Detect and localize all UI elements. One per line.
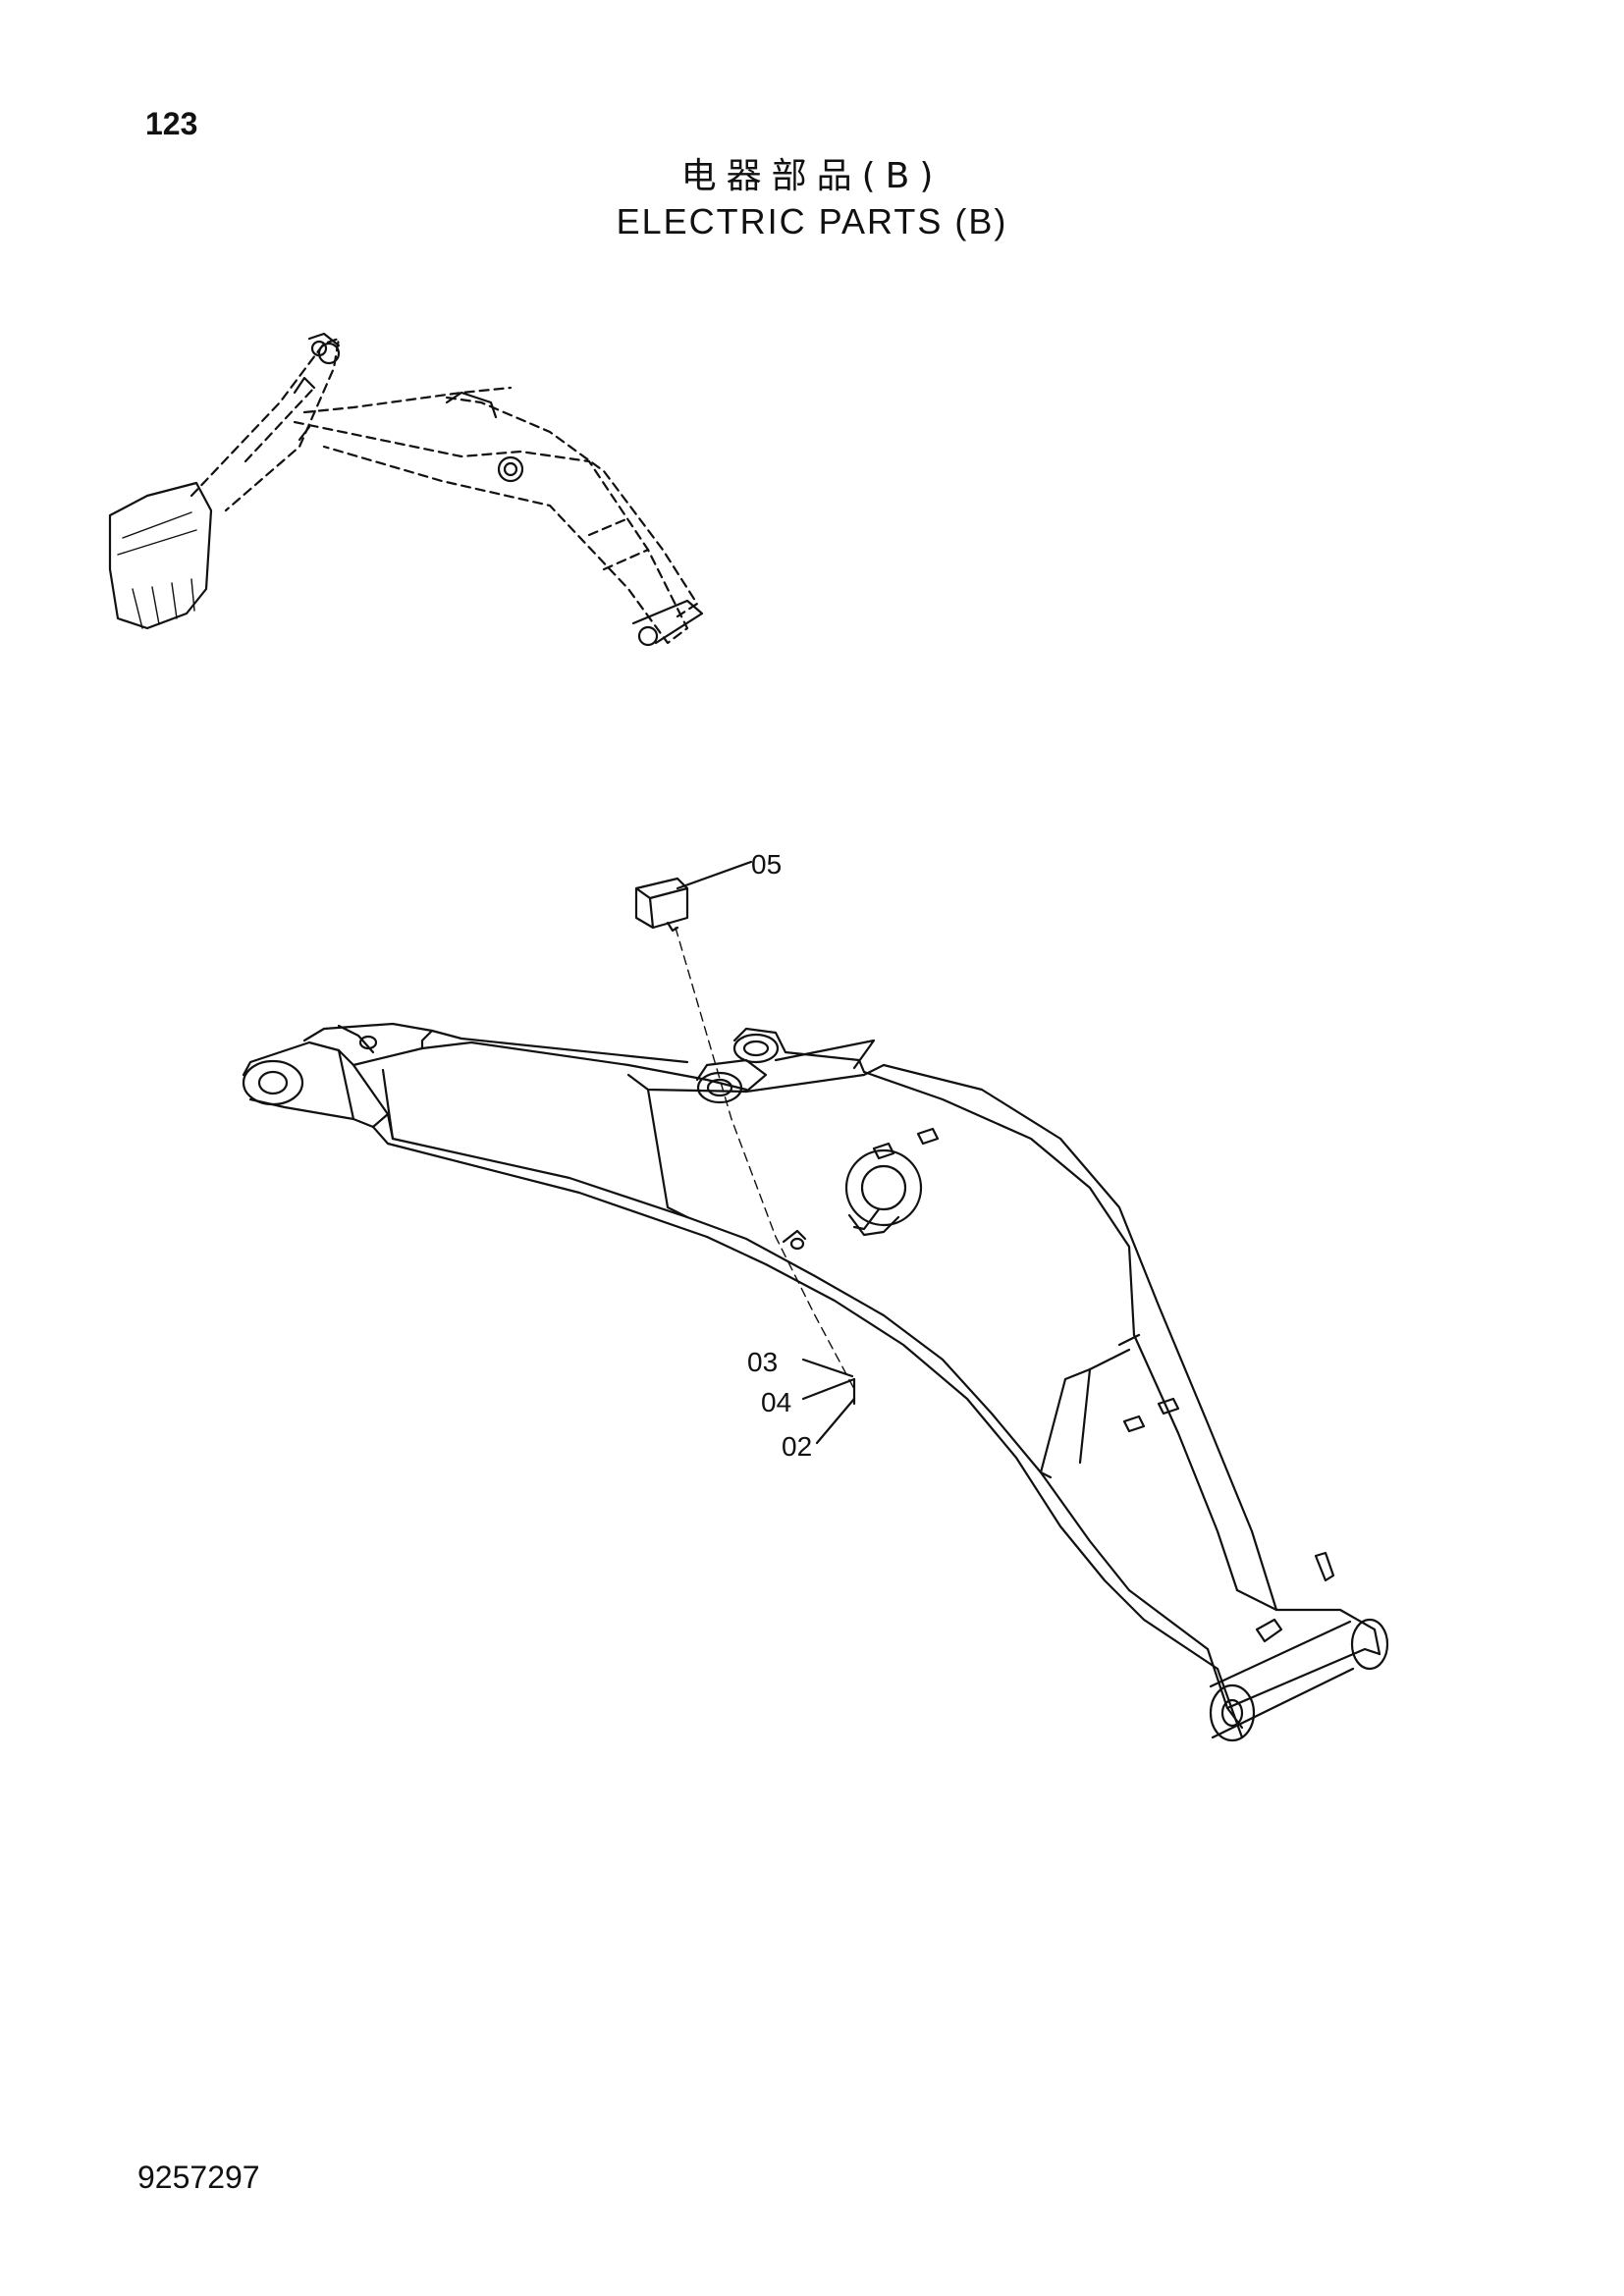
overview-bucket — [108, 481, 213, 630]
title-english: ELECTRIC PARTS (B) — [616, 201, 1008, 241]
boom-assembly — [242, 1022, 1389, 1742]
callout-02: 02 — [782, 1431, 813, 1462]
title-chinese: 电器部品(B) — [680, 156, 944, 196]
overview-excavator-front — [108, 332, 704, 647]
sensor-part-05 — [634, 877, 689, 933]
callout-05: 05 — [751, 849, 783, 880]
page-number: 123 — [145, 106, 198, 141]
callout-03: 03 — [747, 1347, 779, 1377]
callout-04: 04 — [761, 1387, 792, 1417]
callout-lines — [675, 860, 856, 1445]
document-number: 9257297 — [137, 2160, 260, 2195]
